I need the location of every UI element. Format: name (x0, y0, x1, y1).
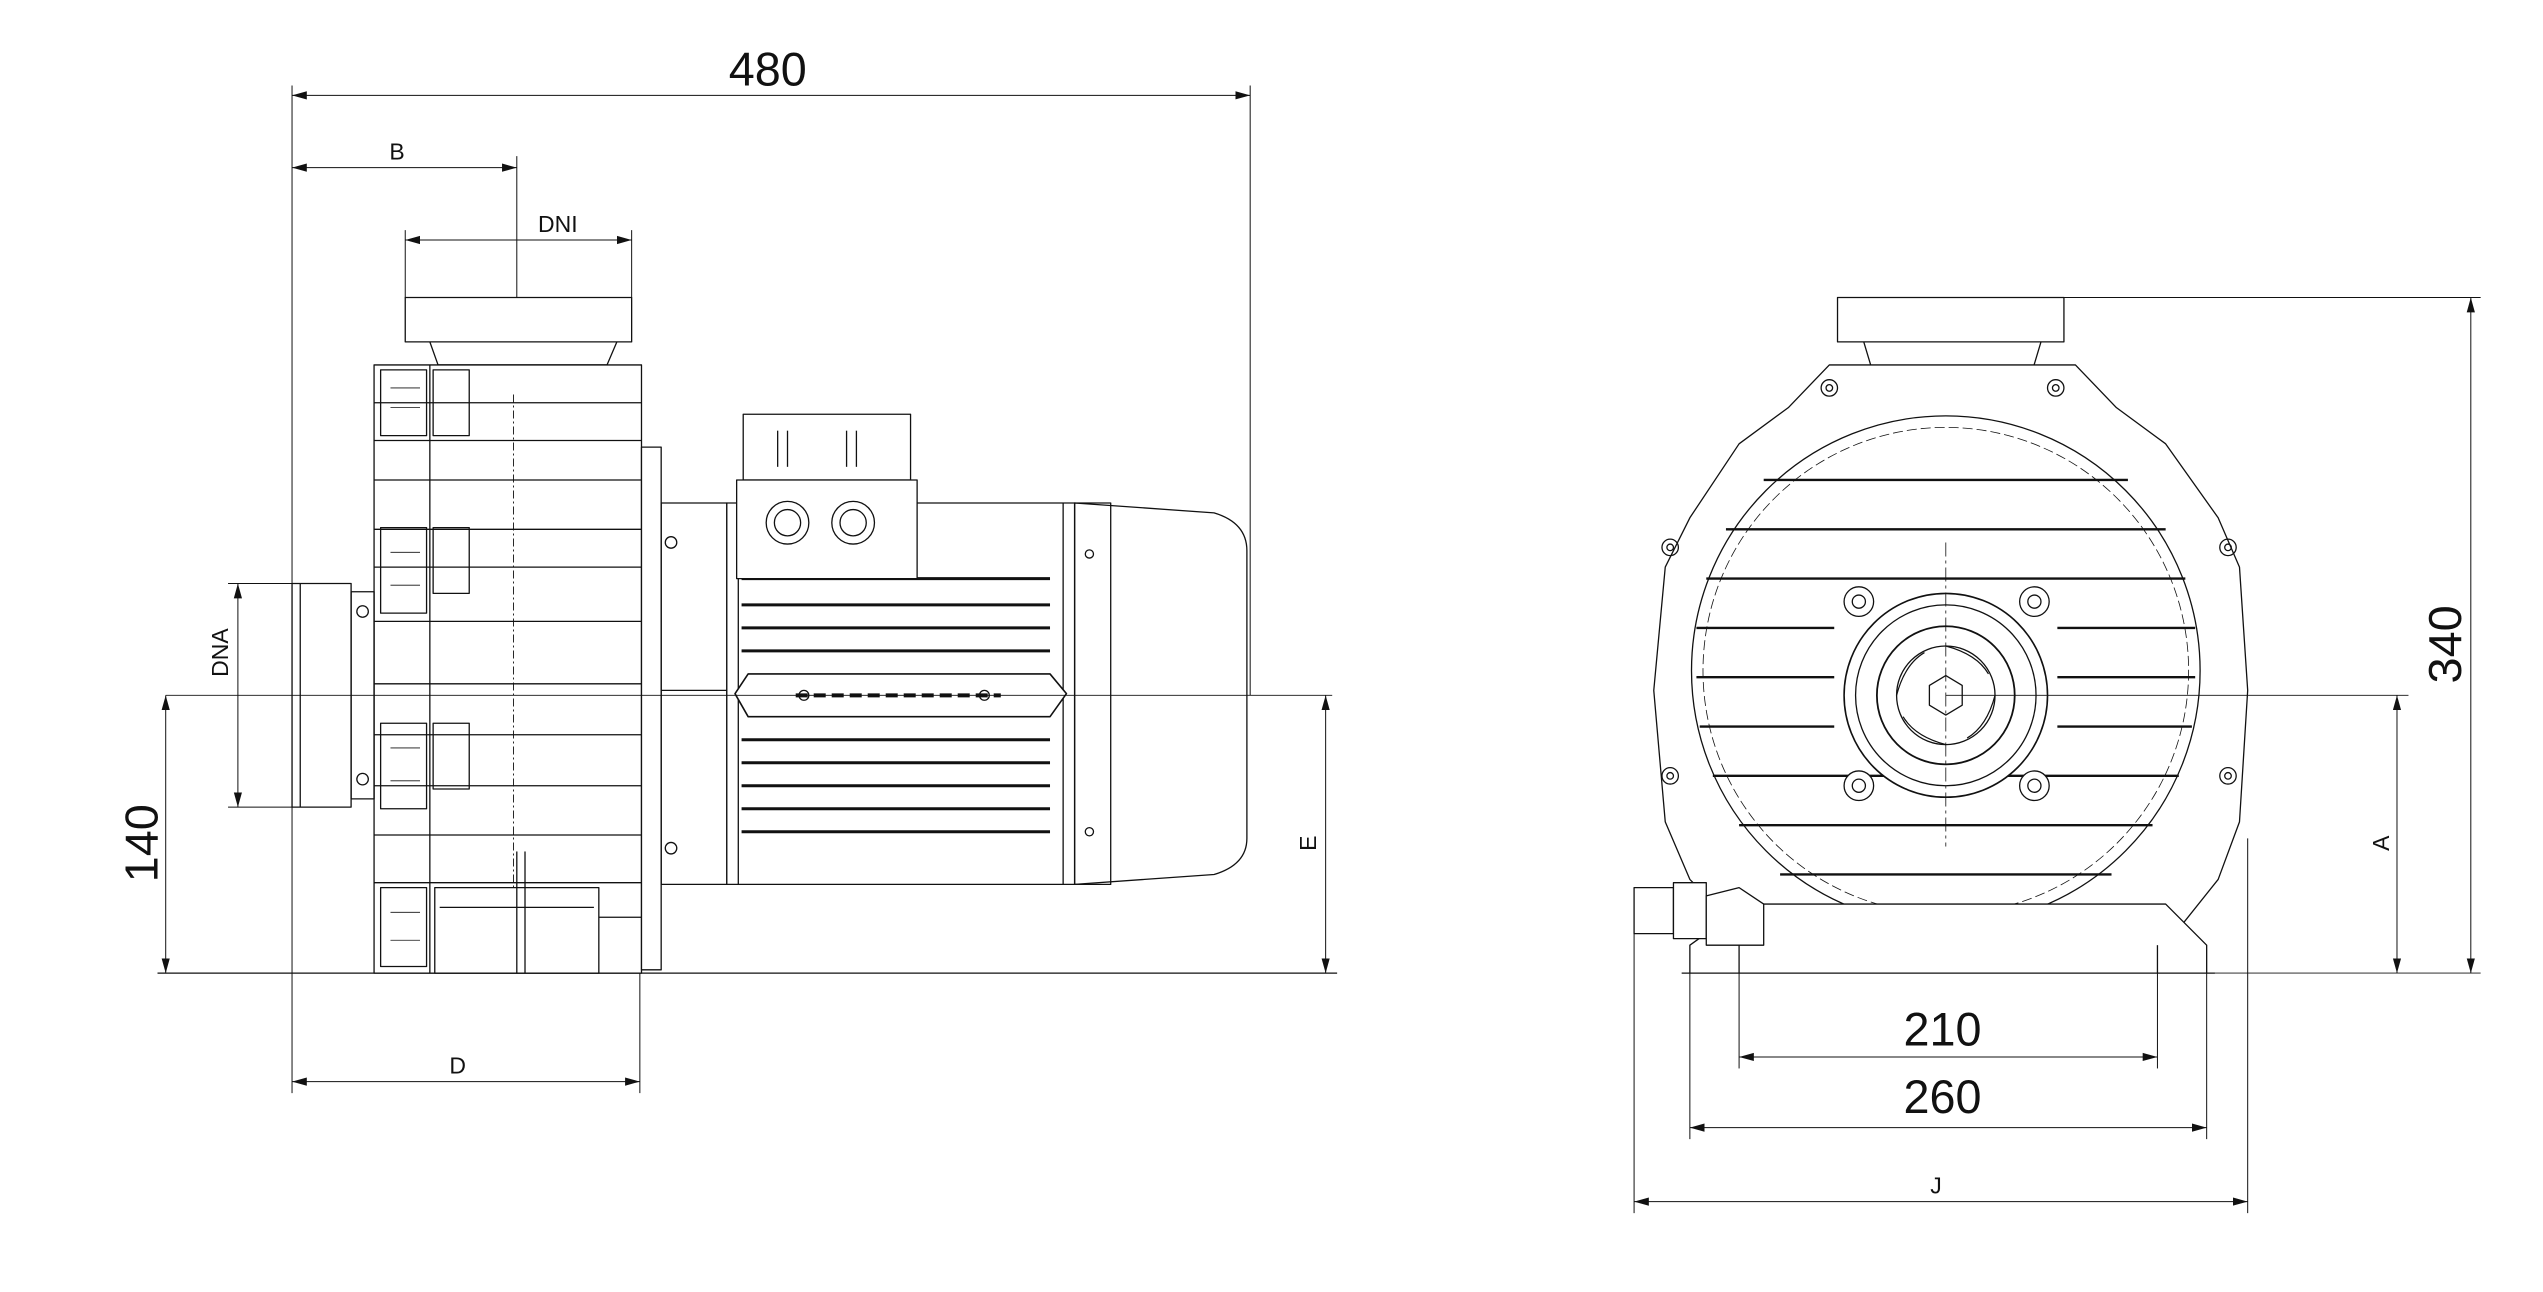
label-140: 140 (116, 804, 168, 882)
label-a: A (2368, 835, 2394, 851)
side-view (158, 298, 1338, 974)
fan-cover (1075, 503, 1247, 884)
label-e: E (1295, 836, 1321, 851)
front-view-dimensions (1634, 298, 2481, 1214)
label-210: 210 (1904, 1003, 1982, 1055)
pump-foot (435, 851, 642, 973)
terminal-box (737, 414, 917, 578)
label-340: 340 (2419, 605, 2471, 683)
motor-bracket (641, 447, 726, 970)
label-480: 480 (729, 43, 807, 95)
front-base (1682, 904, 2215, 973)
front-view (1634, 298, 2481, 974)
pump-casing (374, 365, 641, 973)
flange-bolts (1844, 587, 2049, 801)
label-dni: DNI (538, 211, 578, 237)
front-suction-flange (1838, 298, 2064, 375)
label-b: B (389, 138, 404, 164)
label-260: 260 (1904, 1071, 1982, 1123)
front-outlet (1634, 883, 1764, 945)
label-j: J (1930, 1172, 1941, 1198)
label-d: D (449, 1052, 466, 1078)
label-dna: DNA (207, 628, 233, 677)
dimension-labels: 480 B DNI DNA 140 E D 340 A 210 260 J (116, 43, 2471, 1198)
side-view-dimensions (161, 85, 1330, 1093)
